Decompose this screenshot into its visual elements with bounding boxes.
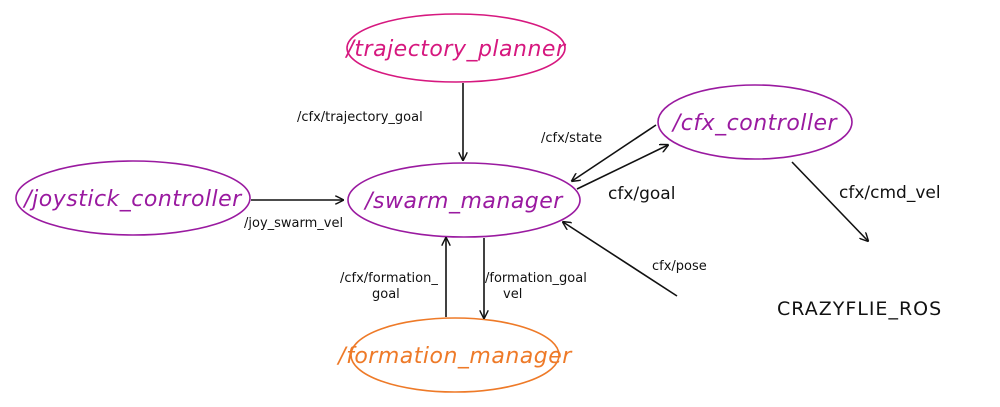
edge-cfx-state-label: /cfx/state (541, 131, 602, 146)
node-formation-manager-label: /formation_manager (336, 344, 573, 369)
node-cfx-controller-label: /cfx_controller (671, 111, 839, 136)
edge-cfx-goal-arrow (576, 145, 668, 190)
node-joystick-controller-label: /joystick_controller (22, 187, 243, 212)
node-joystick-controller-ellipse (15, 160, 251, 236)
edge-formation-goal-up-label-line1: /cfx/formation_ (340, 271, 438, 286)
node-cfx-controller-ellipse (657, 84, 853, 160)
edge-cfx-state-arrow (572, 124, 657, 181)
node-trajectory-planner: /trajectory_planner (345, 13, 567, 83)
edge-formation-goal-vel-label-line1: /formation_goal (485, 271, 587, 286)
edge-trajectory-goal-label: /cfx/trajectory_goal (297, 110, 423, 125)
node-trajectory-planner-ellipse (346, 13, 566, 83)
edge-cfx-pose-arrow (563, 222, 678, 297)
edge-cfx-pose-label: cfx/pose (652, 259, 707, 274)
node-formation-manager-ellipse (350, 317, 560, 393)
node-joystick-controller: /joystick_controller (15, 160, 251, 236)
edge-cfx-cmd-vel-label: cfx/cmd_vel (839, 183, 941, 203)
node-formation-manager: /formation_manager (336, 317, 573, 393)
edge-formation-goal-vel-label-line2: vel (503, 287, 522, 302)
node-trajectory-planner-label: /trajectory_planner (345, 37, 567, 62)
node-swarm-manager-ellipse (347, 162, 581, 238)
node-swarm-manager-label: /swarm_manager (363, 189, 564, 214)
node-swarm-manager: /swarm_manager (347, 162, 581, 238)
edge-cfx-goal-label: cfx/goal (608, 184, 675, 204)
edge-joy-swarm-vel-label: /joy_swarm_vel (244, 216, 343, 231)
edge-cfx-cmd-vel-arrow (791, 161, 868, 241)
crazyflie-ros-label: CRAZYFLIE_ROS (777, 298, 942, 320)
node-cfx-controller: /cfx_controller (657, 84, 853, 160)
edge-formation-goal-up-label-line2: goal (372, 287, 400, 302)
